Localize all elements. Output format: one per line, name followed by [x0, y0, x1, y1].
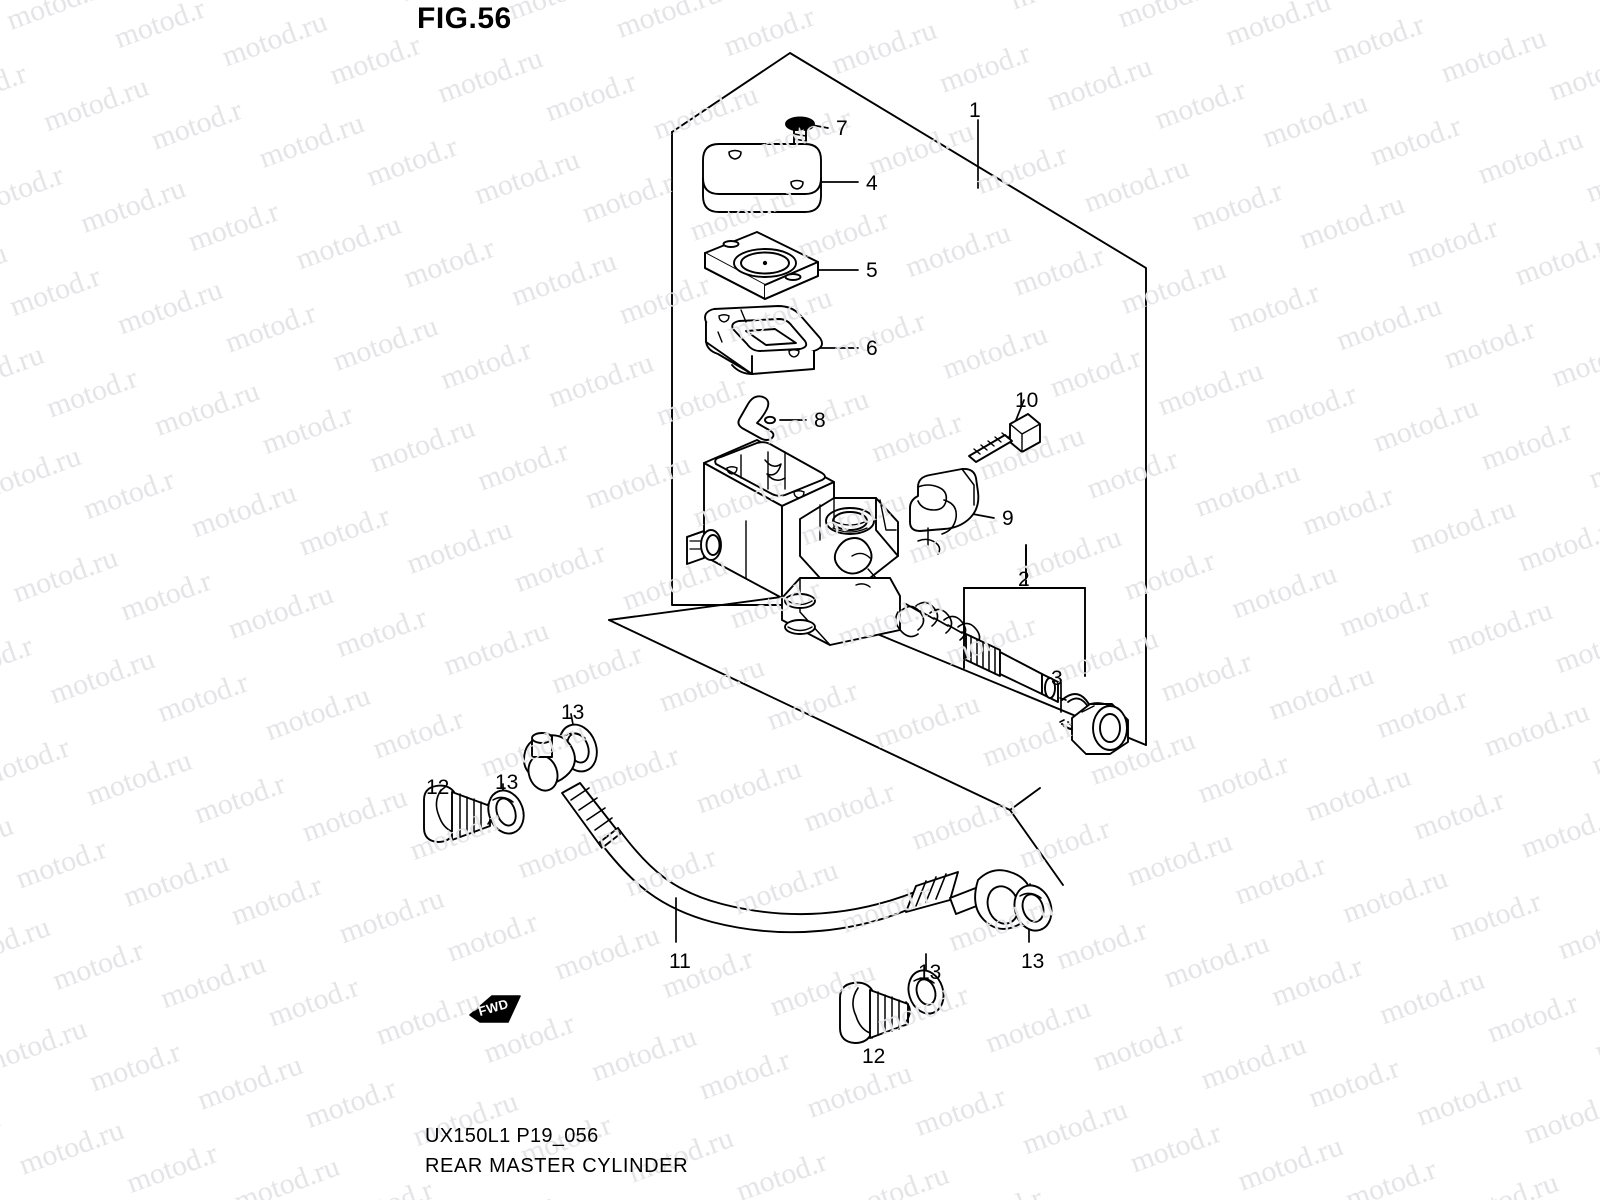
callout-cap-plate: 5 — [866, 259, 878, 282]
callout-diaphragm: 6 — [866, 337, 878, 360]
callout-gasket-b: 13 — [561, 701, 585, 724]
callout-retainer-clip: 8 — [814, 409, 826, 432]
caption-code: UX150L1 P19_056 — [425, 1125, 599, 1147]
part-9-hose-clamp — [909, 467, 980, 555]
callout-piston-set: 2 — [1018, 568, 1030, 591]
part-3-dust-boot — [1071, 702, 1129, 755]
callout-master-cylinder-assembly: 1 — [969, 99, 981, 122]
callout-gasket-c: 13 — [1021, 950, 1045, 973]
part-4-reservoir-cap — [702, 143, 822, 213]
part-12-union-bolt-lower — [839, 981, 911, 1044]
part-11-brake-hose — [523, 732, 1035, 934]
callout-clamp-bolt: 10 — [1015, 389, 1039, 412]
master-cylinder-body — [686, 439, 901, 646]
callout-union-bolt-lower: 12 — [862, 1045, 886, 1068]
figure-caption: UX150L1 P19_056 REAR MASTER CYLINDER — [425, 1125, 688, 1178]
part-6-diaphragm — [704, 305, 823, 375]
figure-title: FIG.56 — [417, 2, 512, 35]
part-5-cap-plate — [704, 231, 819, 300]
callout-dust-boot: 3 — [1051, 667, 1063, 690]
callout-brake-hose: 11 — [669, 950, 691, 973]
caption-name: REAR MASTER CYLINDER — [425, 1155, 689, 1177]
part-8-retainer-clip — [737, 395, 776, 441]
callout-union-bolt-upper: 12 — [426, 776, 450, 799]
callout-hose-clamp: 9 — [1002, 507, 1014, 530]
callout-gasket-d: 13 — [918, 961, 942, 984]
callout-gasket-a: 13 — [495, 771, 519, 794]
callout-cap-screw: 7 — [836, 117, 848, 140]
callout-reservoir-cap: 4 — [866, 172, 878, 195]
part-10-clamp-bolt — [968, 413, 1041, 463]
